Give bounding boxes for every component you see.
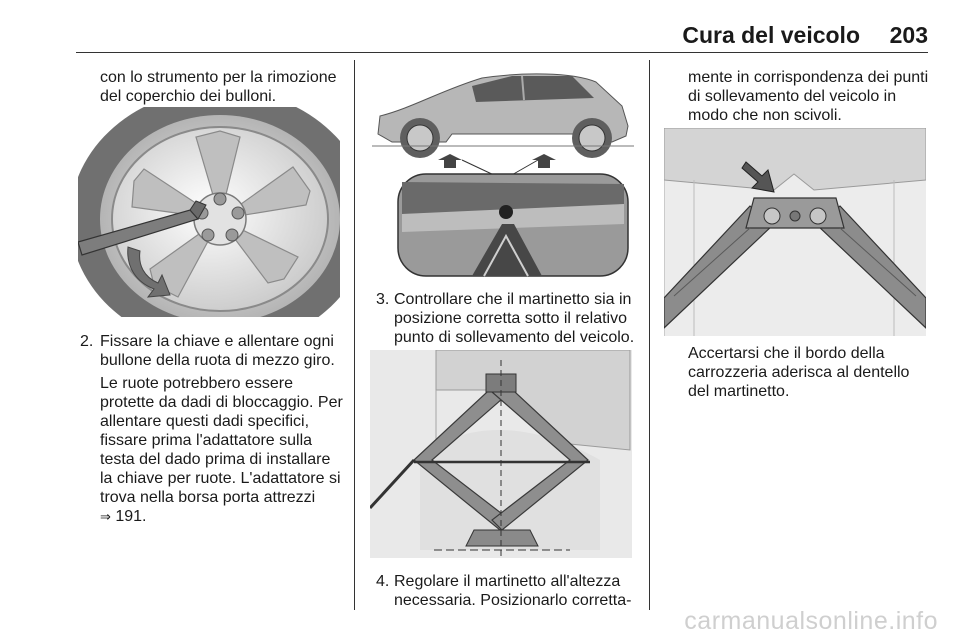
note-line6: la chiave per ruote. L'adattatore si — [100, 470, 341, 487]
note-line5: testa del dado prima di installare — [100, 451, 331, 468]
step-3-line1: Controllare che il martinetto sia in — [394, 291, 632, 308]
watermark: carmanualsonline.info — [684, 607, 938, 635]
note-line4: fissare prima l'adattatore sulla — [100, 432, 313, 449]
wheel-wrench-illustration — [78, 107, 340, 317]
step-3-number: 3. — [376, 291, 390, 308]
note2-line2: carrozzeria aderisca al dentello — [688, 364, 910, 381]
step-2-line2: bullone della ruota di mezzo giro. — [100, 352, 335, 369]
column-divider-2 — [649, 60, 650, 610]
intro-text-line1: con lo strumento per la rimozione — [100, 69, 337, 86]
step-2-line1: Fissare la chiave e allentare ogni — [100, 333, 334, 350]
continued-line2: di sollevamento del veicolo in — [688, 88, 897, 105]
step-4-number: 4. — [376, 573, 390, 590]
step-4-line2: necessaria. Posizionarlo corretta- — [394, 592, 632, 609]
header-divider — [76, 52, 928, 53]
car-jack-points-illustration — [372, 64, 634, 278]
page-number: 203 — [889, 22, 928, 48]
note2-line1: Accertarsi che il bordo della — [688, 345, 885, 362]
note-line3: allentare questi dadi specifici, — [100, 413, 310, 430]
page-header: Cura del veicolo 203 — [0, 0, 960, 60]
step-3-line2: posizione corretta sotto il relativo — [394, 310, 627, 327]
section-title: Cura del veicolo — [682, 22, 860, 48]
step-2-number: 2. — [80, 333, 94, 350]
note2-line3: del martinetto. — [688, 383, 790, 400]
column-divider-1 — [354, 60, 355, 610]
scissor-jack-illustration — [370, 350, 632, 558]
note-line7: trova nella borsa porta attrezzi — [100, 489, 316, 506]
continued-line3: modo che non scivoli. — [688, 107, 842, 124]
step-4-line1: Regolare il martinetto all'altezza — [394, 573, 621, 590]
note-line1: Le ruote potrebbero essere — [100, 375, 294, 392]
note-line2: protette da dadi di bloccaggio. Per — [100, 394, 343, 411]
continued-line1: mente in corrispondenza dei punti — [688, 69, 929, 86]
intro-text-line2: del coperchio dei bulloni. — [100, 88, 277, 105]
page-reference-number: 191. — [115, 508, 147, 525]
arrow-ref-icon: ⇒ — [100, 509, 111, 524]
jack-contact-detail-illustration — [664, 128, 926, 336]
page-reference[interactable]: ⇒ 191. — [100, 507, 147, 526]
step-3-line3: punto di sollevamento del veicolo. — [394, 329, 635, 346]
